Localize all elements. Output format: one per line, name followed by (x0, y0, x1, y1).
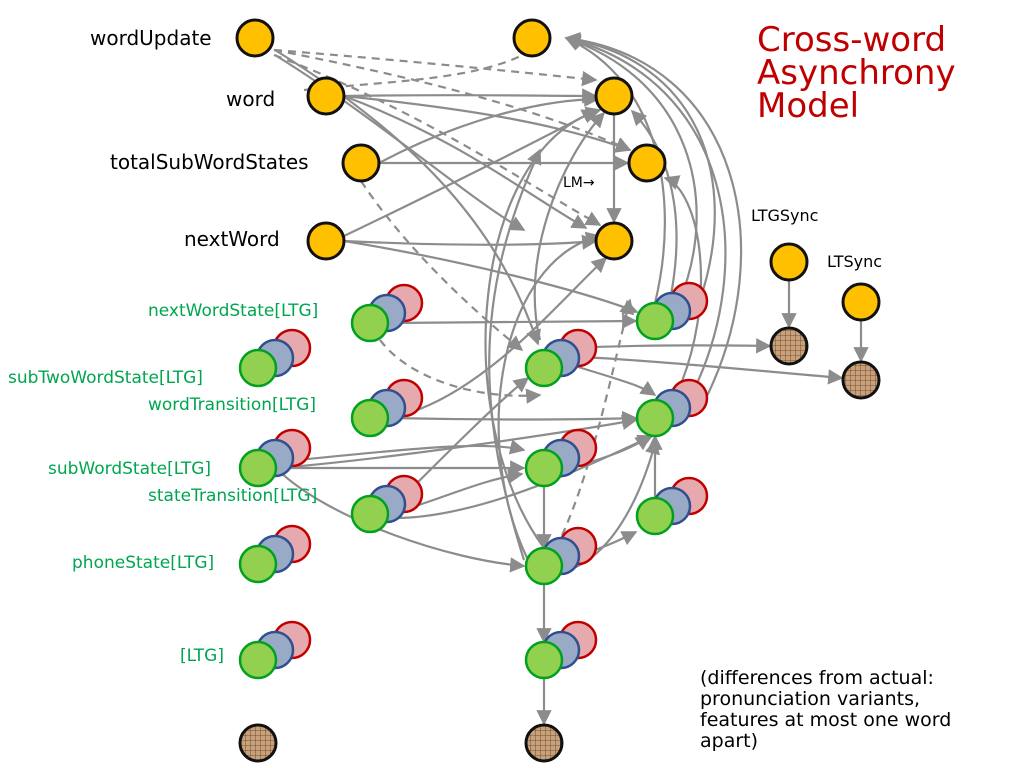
label-lm: LM→ (563, 175, 595, 191)
edge-22 (561, 354, 844, 385)
label-sub-two-word-state: subTwoWordState[LTG] (8, 368, 203, 388)
node-word-transition-t2 (635, 378, 709, 438)
edge-5 (343, 234, 598, 250)
node-state-transition-t2 (635, 476, 709, 536)
title-line-2: Asynchrony (757, 53, 956, 93)
node-phone-state-t1 (238, 524, 312, 584)
node-word (306, 76, 346, 116)
edge-0 (343, 88, 598, 104)
node-ltg-t2 (524, 620, 598, 680)
title-line-3: Model (757, 86, 860, 126)
label-word-transition: wordTransition[LTG] (148, 395, 316, 415)
label-next-word: nextWord (184, 227, 280, 251)
edge-43 (488, 148, 542, 561)
node-sub-two-word-state-t1 (238, 328, 312, 388)
label-word-update: wordUpdate (90, 26, 212, 50)
node-sub-word-state-t1 (238, 428, 312, 488)
dashed-edge-5 (555, 298, 635, 549)
note-line-4: apart) (700, 730, 759, 752)
node-next-word-next (594, 221, 634, 261)
title-line-1: Cross-word (757, 20, 947, 60)
model-title: Cross-word Asynchrony Model (757, 20, 956, 126)
node-observed-t1 (238, 723, 278, 763)
edge-38 (630, 109, 678, 301)
node-total-sub-word-states (341, 143, 381, 183)
label-ltg: [LTG] (180, 646, 224, 666)
node-next-word (306, 221, 346, 261)
edges-layer (273, 32, 869, 726)
label-total-sub-word-states: totalSubWordStates (110, 150, 309, 174)
differences-note: (differences from actual: pronunciation … (700, 668, 951, 752)
dashed-edge-0 (273, 48, 598, 87)
note-line-1: (differences from actual: (700, 667, 934, 689)
node-ltg-sync (769, 242, 809, 282)
node-observed-t2 (524, 723, 564, 763)
note-line-3: features at most one word (700, 709, 952, 731)
nodes-layer (235, 18, 881, 763)
node-lt-sync (841, 282, 881, 322)
edge-17 (277, 469, 526, 573)
node-state-transition-t1 (350, 474, 424, 534)
node-sub-two-word-state-t2 (524, 328, 598, 388)
edge-6 (343, 239, 639, 315)
label-state-transition: stateTransition[LTG] (148, 486, 318, 506)
node-next-word-state-t2 (635, 281, 709, 341)
edge-16 (277, 439, 526, 464)
edge-39 (663, 175, 703, 399)
label-lt-sync: LTSync (827, 252, 883, 271)
edge-12 (389, 410, 638, 427)
node-word-next (594, 76, 634, 116)
edge-40 (484, 106, 602, 549)
node-next-word-state-t1 (350, 283, 424, 343)
node-phone-state-t2 (524, 526, 598, 586)
node-word-update (235, 18, 275, 58)
edge-34 (564, 35, 698, 301)
dashed-edge-4 (379, 339, 542, 404)
label-sub-word-state: subWordState[LTG] (48, 459, 212, 479)
node-word-transition-t1 (350, 378, 424, 438)
note-line-2: pronunciation variants, (700, 688, 921, 710)
edge-11 (389, 313, 638, 329)
dashed-edge-3 (360, 180, 524, 351)
node-observed-lt-sync (841, 360, 881, 400)
edge-1 (343, 94, 632, 153)
edge-32 (561, 438, 660, 574)
node-word-update-next (512, 18, 552, 58)
label-phone-state: phoneState[LTG] (72, 553, 215, 573)
node-total-sub-word-states-next (627, 143, 667, 183)
label-ltg-sync: LTGSync (751, 206, 819, 225)
dashed-edge-1 (273, 48, 632, 152)
node-sub-word-state-t2 (524, 428, 598, 488)
node-observed-ltg-sync (769, 326, 809, 366)
node-ltg-t1 (238, 620, 312, 680)
edge-2 (343, 94, 588, 229)
edge-35 (564, 32, 716, 301)
edge-36 (564, 33, 727, 399)
edge-37 (564, 32, 743, 401)
label-word: word (226, 87, 276, 111)
label-next-word-state: nextWordState[LTG] (148, 301, 319, 321)
edge-15 (277, 414, 638, 470)
